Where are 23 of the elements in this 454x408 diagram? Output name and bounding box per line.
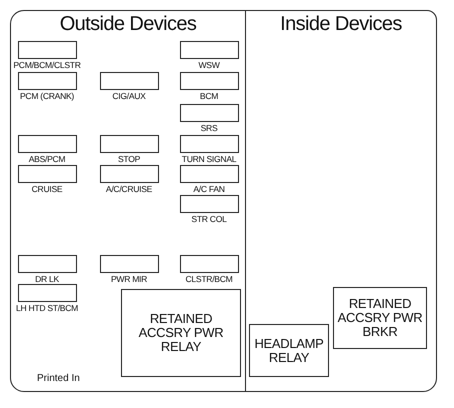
fuse-label: BCM	[198, 91, 220, 101]
fuse-label: LH HTD ST/BCM	[15, 303, 79, 313]
fuse-label: WSW	[197, 60, 221, 70]
relay-box: HEADLAMP RELAY	[249, 324, 329, 377]
note-text: Printed In	[37, 373, 80, 384]
fuse-label: DR LK	[34, 274, 60, 284]
fuse-label: ABS/PCM	[28, 154, 66, 164]
fuse-label: PCM/BCM/CLSTR	[12, 60, 82, 70]
fuse-label: A/C/CRUISE	[104, 184, 154, 194]
fuse-label: CRUISE	[30, 184, 64, 194]
relay-box: RETAINED ACCSRY PWR RELAY	[121, 289, 241, 377]
panel-heading: Outside Devices	[58, 13, 198, 36]
fuse-label: A/C FAN	[192, 184, 226, 194]
relay-box: RETAINED ACCSRY PWR BRKR	[333, 287, 427, 349]
fuse-label: TURN SIGNAL	[180, 154, 238, 164]
fuse-label: STR COL	[190, 214, 228, 224]
fuse-label: PWR MIR	[110, 274, 148, 284]
fuse-label: CIG/AUX	[111, 91, 147, 101]
panel-heading: Inside Devices	[279, 13, 403, 36]
fuse-label: CLSTR/BCM	[184, 274, 234, 284]
fuse-label: PCM (CRANK)	[19, 91, 75, 101]
fuse-label: STOP	[116, 154, 142, 164]
fuse-label: SRS	[200, 123, 218, 133]
